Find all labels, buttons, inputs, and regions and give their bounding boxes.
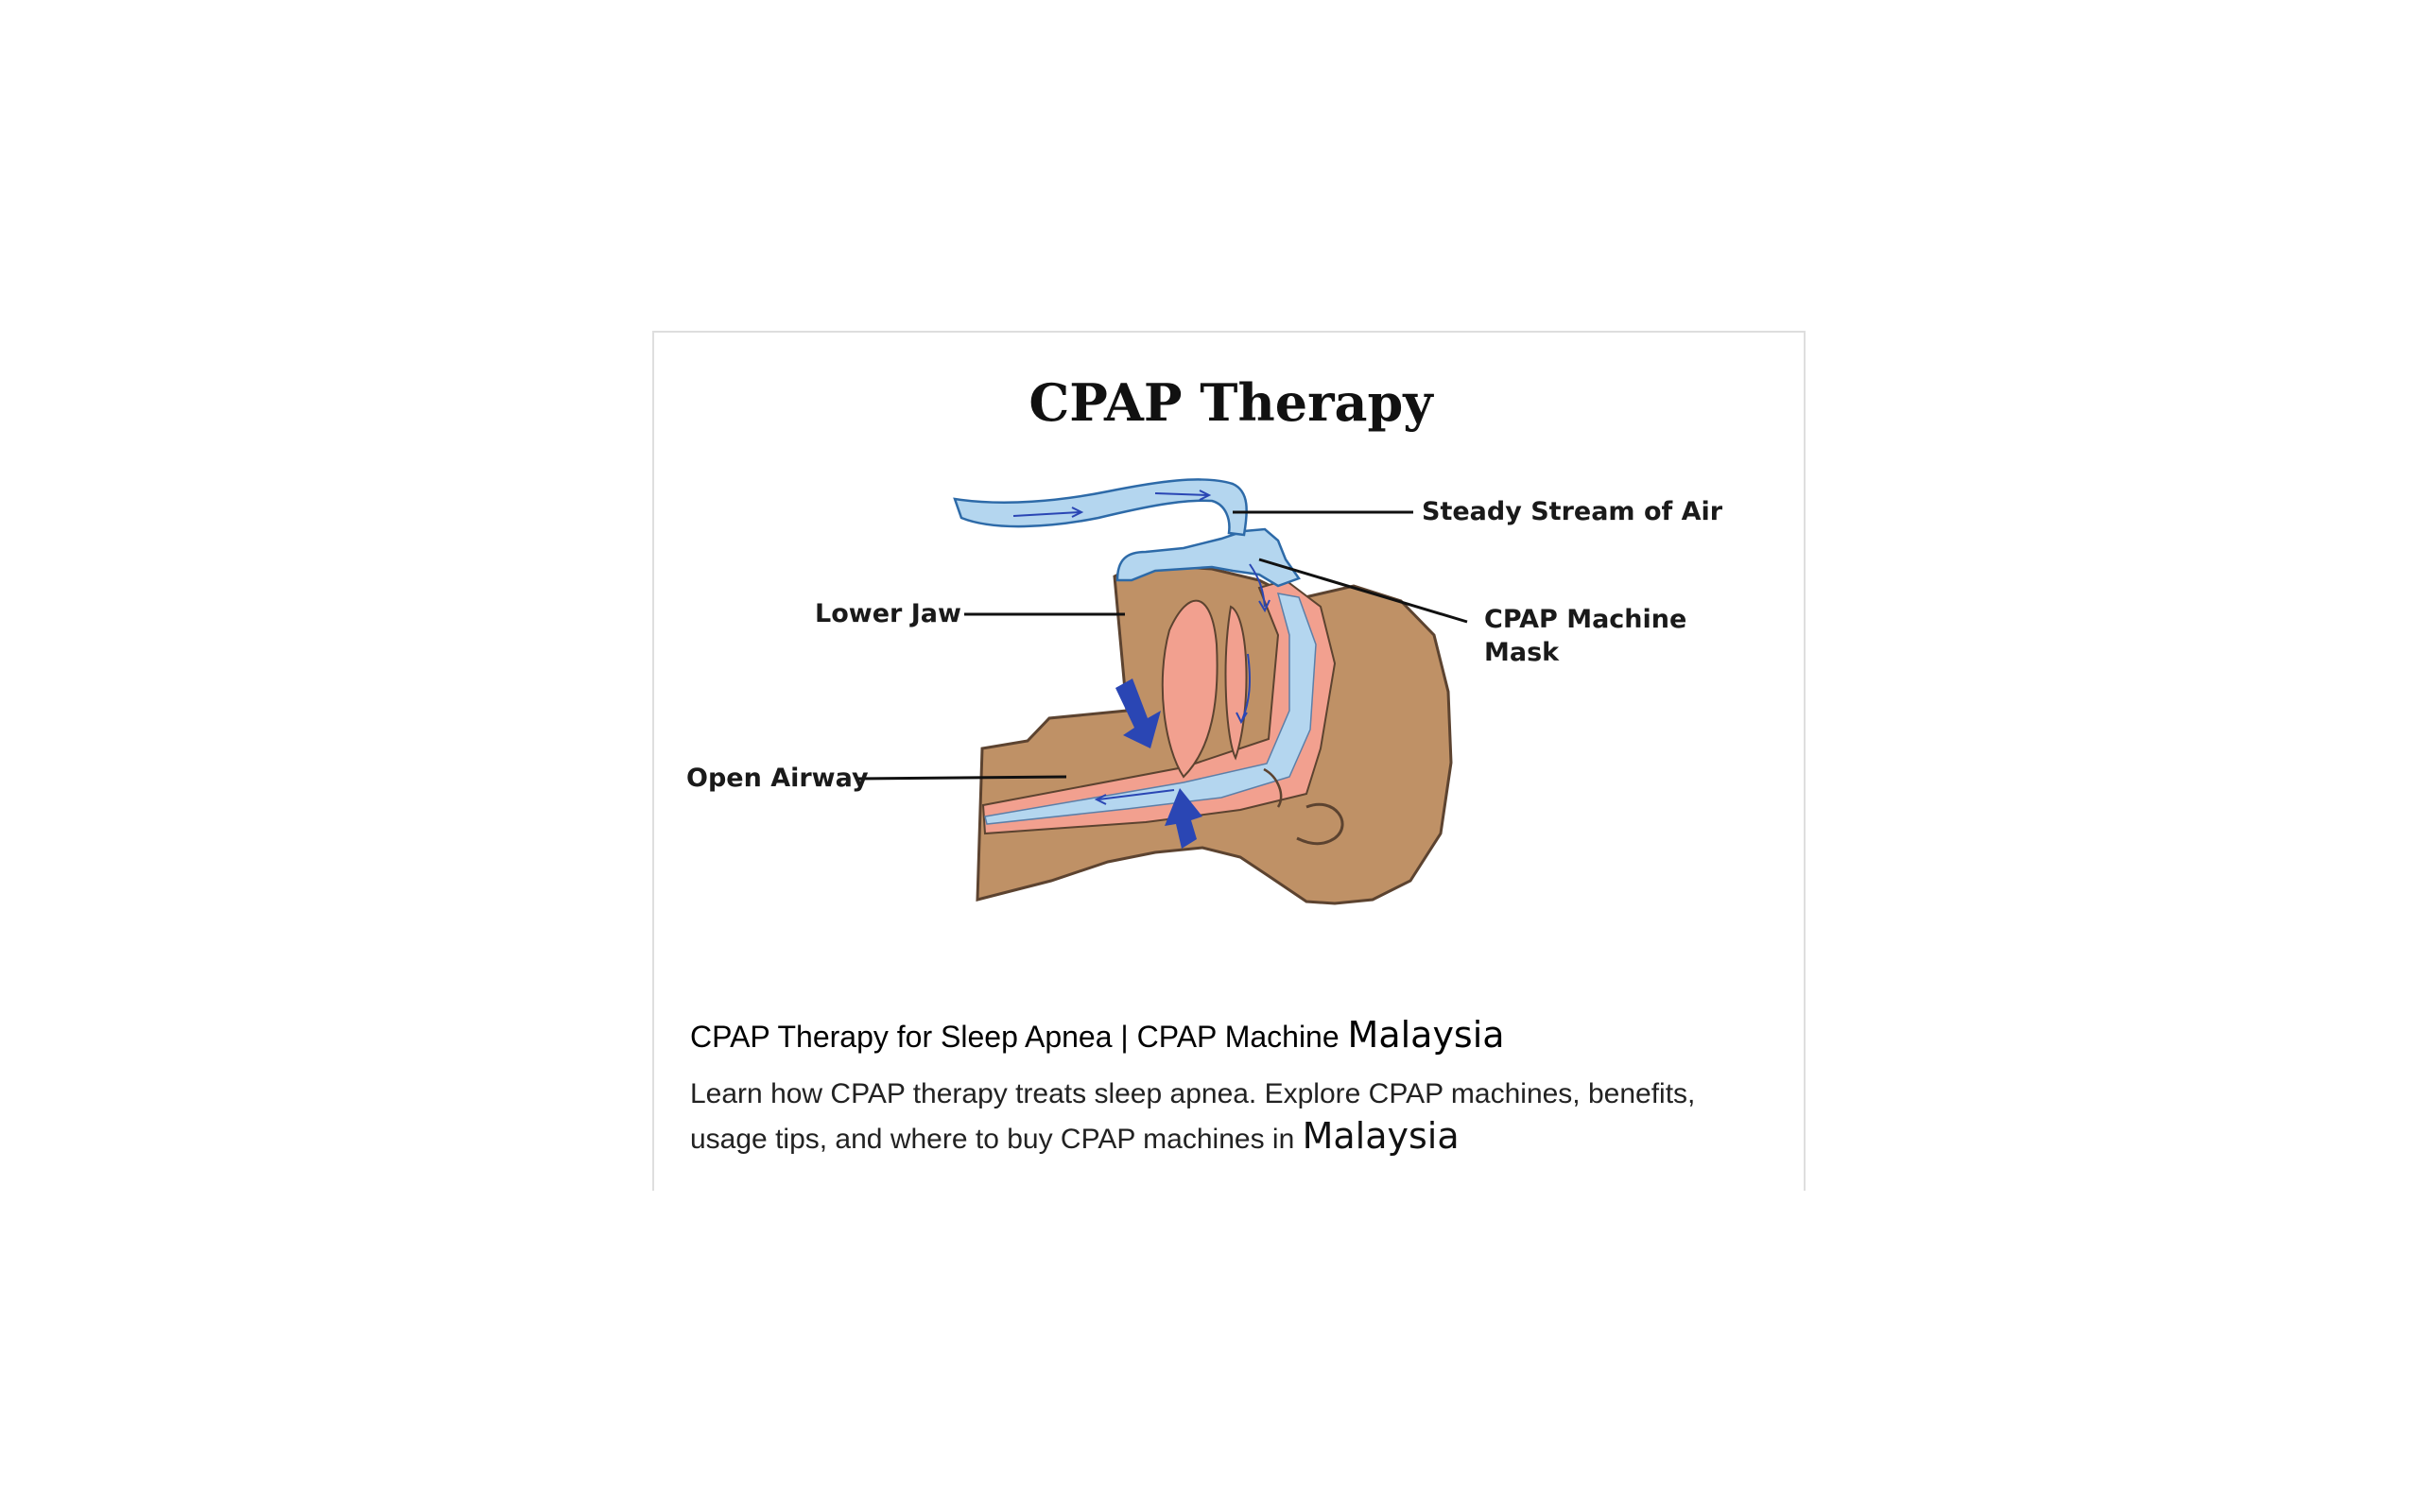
pressure-arrow-upper <box>1115 679 1161 748</box>
leader-mask <box>1258 558 1468 624</box>
cpap-diagram-image[interactable]: CPAP Therapy Steady Stream of Air CPAP M… <box>654 333 1804 994</box>
head-silhouette <box>976 563 1453 905</box>
label-mask-line1: CPAP Machine <box>1484 605 1687 634</box>
label-mask-line2: Mask <box>1484 638 1560 667</box>
airway-airflow <box>984 593 1317 825</box>
ear <box>1296 802 1344 846</box>
result-card[interactable]: CPAP Therapy Steady Stream of Air CPAP M… <box>652 331 1806 1191</box>
label-open-airway: Open Airway <box>686 764 869 793</box>
leader-open-airway <box>856 775 1067 781</box>
cpap-illustration <box>856 478 1468 905</box>
result-description-main: Learn how CPAP therapy treats sleep apne… <box>690 1078 1696 1155</box>
result-heading[interactable]: CPAP Therapy for Sleep Apnea | CPAP Mach… <box>690 1013 1768 1058</box>
result-description: Learn how CPAP therapy treats sleep apne… <box>690 1074 1768 1160</box>
result-heading-main: CPAP Therapy for Sleep Apnea | CPAP Mach… <box>690 1020 1340 1054</box>
label-steady-stream: Steady Stream of Air <box>1422 497 1723 526</box>
result-description-tail: Malaysia <box>1302 1115 1460 1157</box>
epiglottis <box>1263 767 1283 808</box>
label-lower-jaw: Lower Jaw <box>815 599 961 628</box>
tongue <box>1161 599 1219 779</box>
result-heading-tail: Malaysia <box>1347 1014 1505 1056</box>
pressure-arrow-lower <box>1165 788 1202 849</box>
image-title: CPAP Therapy <box>1028 372 1433 433</box>
cpap-hose <box>953 478 1248 537</box>
caption: CPAP Therapy for Sleep Apnea | CPAP Mach… <box>690 1013 1768 1160</box>
